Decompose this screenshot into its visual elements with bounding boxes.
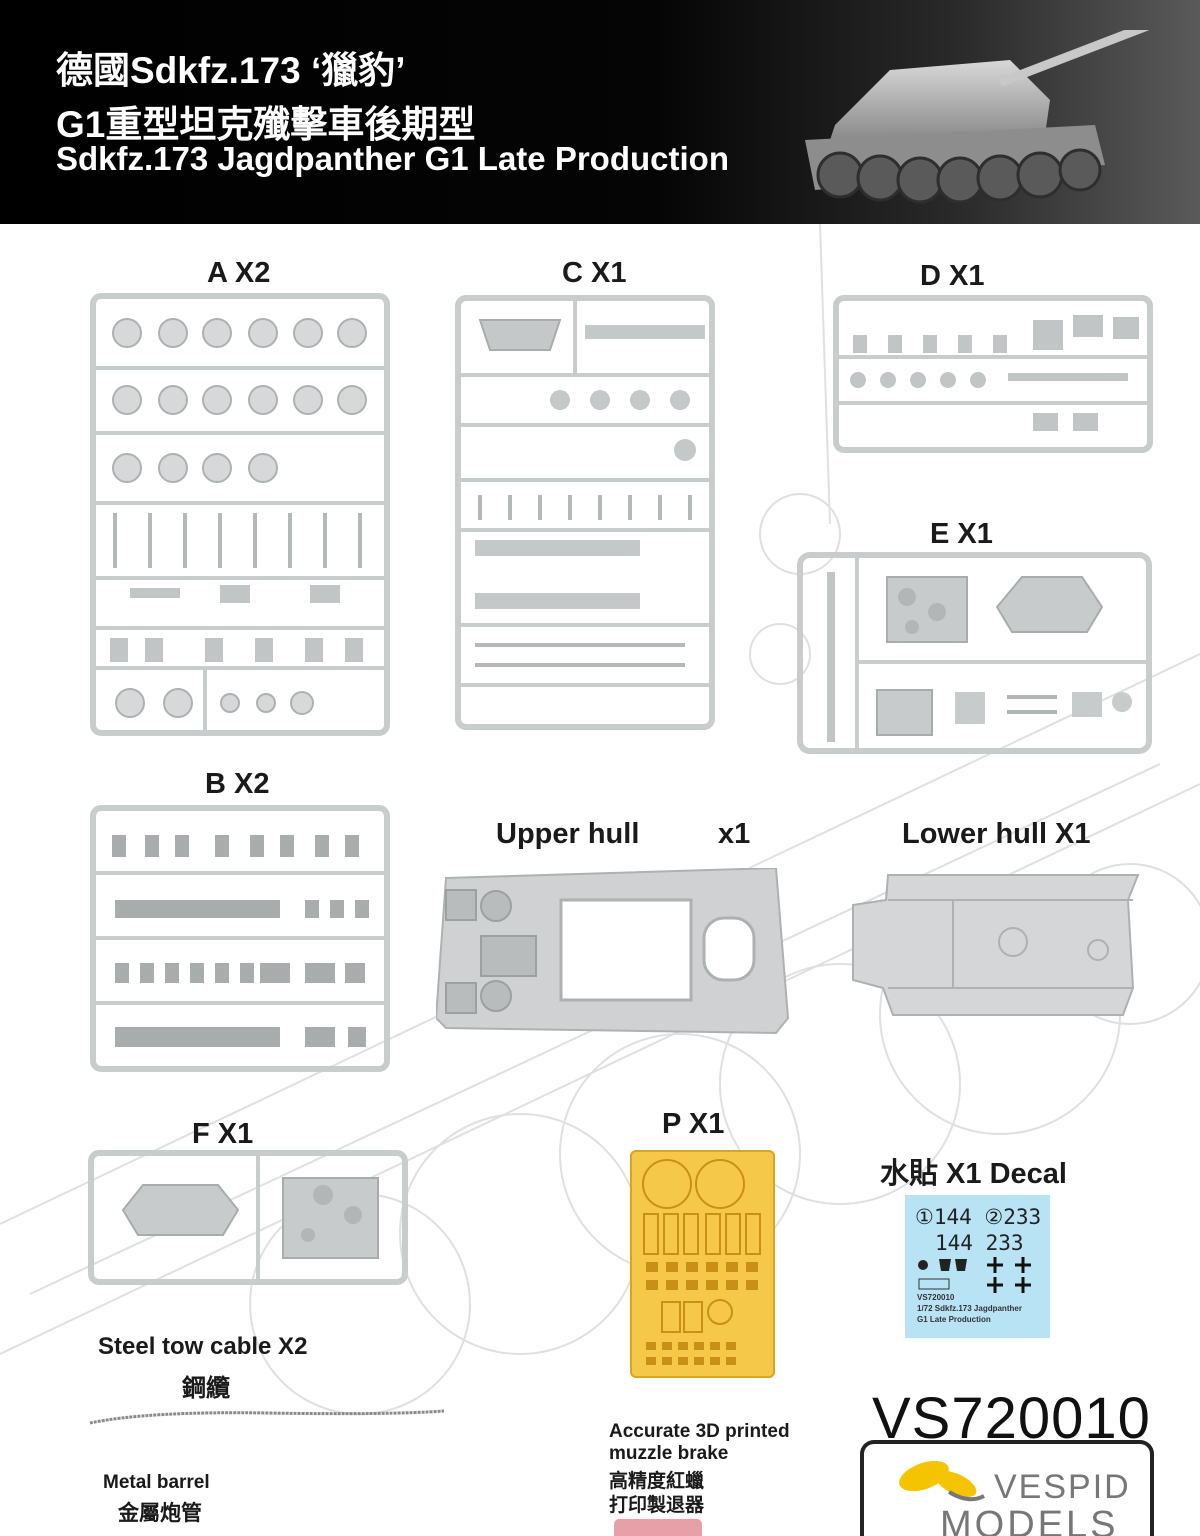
decal-row-1: ①144 ②233 xyxy=(915,1205,1042,1229)
muzzle-brake-chinese-line-1: 高精度紅蠟 xyxy=(609,1471,705,1492)
brand-name-line-2: MODELS xyxy=(940,1504,1119,1536)
tow-cable-label: Steel tow cable X2 xyxy=(98,1333,308,1360)
title-english: Sdkfz.173 Jagdpanther G1 Late Production xyxy=(56,140,729,177)
title-chinese-line-2: G1重型坦克殲擊車後期型 xyxy=(56,104,476,145)
sprue-a-label: A X2 xyxy=(207,257,271,289)
brand-name-line-1: VESPID xyxy=(994,1468,1131,1506)
decal-row-2: 144 233 xyxy=(935,1231,1024,1255)
photo-etch-fret xyxy=(630,1150,775,1378)
muzzle-brake-label-line-1: Accurate 3D printed xyxy=(609,1421,790,1442)
sprue-d xyxy=(833,295,1153,453)
header-banner: 德國Sdkfz.173 ‘獵豹’ G1重型坦克殲擊車後期型 Sdkfz.173 … xyxy=(0,0,1200,224)
decal-label: 水貼 X1 Decal xyxy=(880,1158,1067,1190)
decal-crosses xyxy=(918,1257,1031,1293)
sprue-d-label: D X1 xyxy=(920,260,985,292)
muzzle-brake-image xyxy=(614,1519,702,1536)
decal-description-line-1: 1/72 Sdkfz.173 Jagdpanther xyxy=(917,1304,1022,1313)
decal-sheet: ①144 ②233 144 233 VS720010 1/72 Sdkfz.17… xyxy=(905,1195,1050,1338)
sprue-b xyxy=(90,805,390,1072)
muzzle-brake-label-line-2: muzzle brake xyxy=(609,1443,729,1464)
sprue-e xyxy=(797,552,1152,754)
lower-hull-label: Lower hull X1 xyxy=(902,818,1091,850)
upper-hull-quantity: x1 xyxy=(718,818,751,850)
sprue-c-label: C X1 xyxy=(562,257,627,289)
vespid-models-logo: VESPID MODELS xyxy=(860,1440,1154,1536)
muzzle-brake-chinese-line-2: 打印製退器 xyxy=(609,1495,705,1516)
tow-cable-chinese-label: 鋼纜 xyxy=(182,1375,230,1402)
photo-etch-parts xyxy=(642,1159,761,1365)
decal-code: VS720010 xyxy=(917,1293,955,1302)
tow-cable-image xyxy=(89,1409,445,1425)
sprue-a xyxy=(90,293,390,736)
decal-description-line-2: G1 Late Production xyxy=(917,1315,991,1324)
wasp-logo-icon xyxy=(899,1460,985,1502)
metal-barrel-label: Metal barrel xyxy=(103,1472,210,1493)
sprue-f-label: F X1 xyxy=(192,1118,254,1150)
tank-render-image xyxy=(805,30,1180,204)
sprue-f xyxy=(88,1150,408,1285)
sprue-e-label: E X1 xyxy=(930,518,993,550)
sprue-p-label: P X1 xyxy=(662,1108,725,1140)
sprue-c xyxy=(455,295,715,730)
title-chinese-line-1: 德國Sdkfz.173 ‘獵豹’ xyxy=(56,50,406,91)
sprue-b-label: B X2 xyxy=(205,768,270,800)
metal-barrel-chinese-label: 金屬炮管 xyxy=(118,1502,202,1525)
lower-hull-part xyxy=(852,874,1140,1016)
upper-hull-label: Upper hull xyxy=(496,818,640,850)
upper-hull-part xyxy=(436,868,790,1035)
